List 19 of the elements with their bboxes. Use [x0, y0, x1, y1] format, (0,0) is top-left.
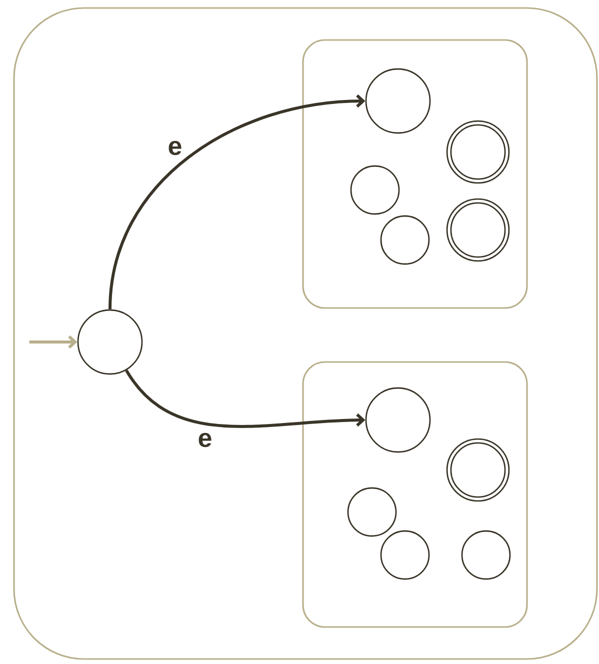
rounded-box — [302, 361, 528, 628]
arrow — [108, 94, 366, 310]
edge-label: e — [166, 140, 184, 156]
arrow — [29, 335, 78, 349]
state-circle — [461, 530, 511, 580]
state-circle — [77, 309, 143, 375]
state-circle — [347, 487, 397, 537]
accepting-state-circle — [446, 198, 510, 262]
state-circle — [380, 215, 430, 265]
arrow — [125, 369, 366, 428]
edge-label: e — [196, 432, 214, 448]
state-circle — [365, 68, 431, 134]
rounded-box — [13, 7, 598, 660]
accepting-state-circle — [446, 120, 510, 184]
rounded-box — [302, 39, 528, 309]
state-circle — [380, 530, 430, 580]
accepting-state-circle — [446, 438, 510, 502]
state-circle — [365, 387, 431, 453]
state-circle — [350, 165, 400, 215]
